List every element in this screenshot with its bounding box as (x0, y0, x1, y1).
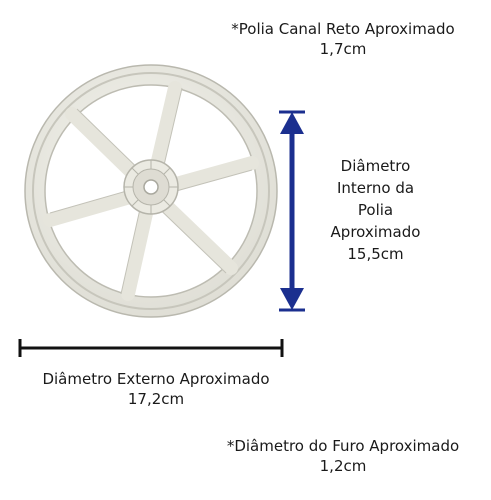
internal-diameter-line-1: Diâmetro (340, 157, 411, 175)
hole-diameter-note: *Diâmetro do Furo Aproximado 1,2cm (212, 436, 474, 476)
external-diameter-label: Diâmetro Externo Aproximado (42, 370, 270, 388)
hole-diameter-label: *Diâmetro do Furo Aproximado (226, 437, 460, 455)
external-diameter-note: Diâmetro Externo Aproximado 17,2cm (22, 369, 290, 409)
external-diameter-value: 17,2cm (127, 390, 185, 408)
internal-diameter-line-2: Interno da (336, 179, 415, 197)
channel-width-note: *Polia Canal Reto Aproximado 1,7cm (218, 19, 468, 59)
horizontal-dimension-bar (18, 339, 284, 357)
channel-width-value: 1,7cm (319, 40, 367, 58)
vertical-dimension-arrow (279, 110, 305, 312)
internal-diameter-note: Diâmetro Interno da Polia Aproximado 15,… (318, 155, 433, 265)
internal-diameter-line-4: Aproximado (330, 223, 421, 241)
internal-diameter-line-3: Polia (357, 201, 394, 219)
hole-diameter-value: 1,2cm (319, 457, 367, 475)
pulley-wheel-image (24, 64, 278, 318)
internal-diameter-value: 15,5cm (347, 245, 404, 263)
channel-width-label: *Polia Canal Reto Aproximado (231, 20, 455, 38)
